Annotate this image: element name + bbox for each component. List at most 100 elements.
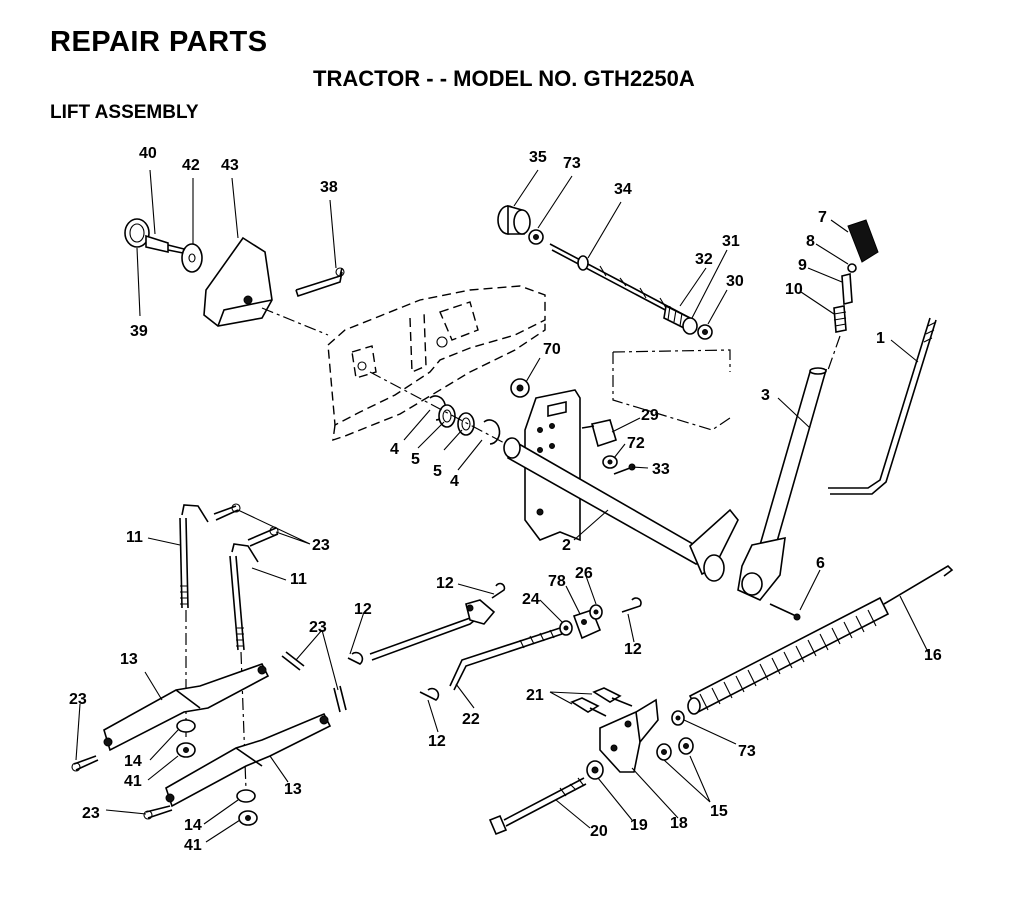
callout-33: 33: [652, 461, 670, 478]
callout-14-upper: 14: [124, 753, 142, 770]
part-40-bolt: [145, 234, 189, 255]
part-21-bolt-b: [570, 697, 607, 717]
callout-72: 72: [627, 435, 645, 452]
callout-12-bottom: 12: [428, 733, 446, 750]
part-23-pin-d: [143, 805, 173, 820]
part-12-clip-c: [621, 597, 642, 613]
part-23-pin-e: [281, 651, 305, 671]
part-26-nut: [589, 604, 603, 620]
part-2-lift-shaft: [503, 389, 739, 582]
part-15-nut-a: [656, 743, 672, 761]
part-41-nut-b: [238, 810, 258, 826]
part-1-rod: [828, 317, 937, 495]
callout-43: 43: [221, 157, 239, 174]
callout-12-right: 12: [624, 641, 642, 658]
callout-78: 78: [548, 573, 566, 590]
callout-19: 19: [630, 817, 648, 834]
part-19-washer: [586, 760, 604, 780]
part-7-grip: [847, 219, 879, 263]
part-11-link-b: [229, 543, 259, 651]
callout-16: 16: [924, 647, 942, 664]
part-39-cap: [124, 218, 150, 248]
part-16-spring: [687, 564, 954, 715]
part-12-clip-b: [491, 582, 506, 599]
part-29-block: [581, 419, 617, 448]
callout-24: 24: [522, 591, 540, 608]
callout-6: 6: [816, 555, 825, 572]
callout-1: 1: [876, 330, 885, 347]
part-13-arm-a: [103, 663, 270, 752]
callout-31: 31: [722, 233, 740, 250]
part-12-clip-d: [419, 687, 440, 701]
part-35-knob: [497, 204, 531, 235]
callout-29: 29: [641, 407, 659, 424]
callout-32: 32: [695, 251, 713, 268]
callout-10: 10: [785, 281, 803, 298]
part-14-washer-b: [236, 789, 256, 803]
callout-21: 21: [526, 687, 544, 704]
callout-13-upper: 13: [120, 651, 138, 668]
part-33-screw: [613, 463, 636, 475]
callout-15: 15: [710, 803, 728, 820]
callout-38: 38: [320, 179, 338, 196]
part-6-pin: [769, 603, 801, 621]
callout-5-left: 5: [411, 451, 420, 468]
section-title: LIFT ASSEMBLY: [50, 102, 199, 123]
part-9-pin: [841, 272, 853, 306]
part-70-washer: [510, 378, 530, 398]
callout-70: 70: [543, 341, 561, 358]
part-42-washer: [181, 243, 203, 273]
part-5-washer-a: [438, 404, 456, 428]
callout-73-bottom: 73: [738, 743, 756, 760]
part-38-pin: [295, 267, 345, 298]
callout-4-right: 4: [450, 473, 459, 490]
callout-20: 20: [590, 823, 608, 840]
part-73-nut-a: [528, 229, 544, 245]
callout-22: 22: [462, 711, 480, 728]
part-21-bolt-a: [592, 687, 633, 707]
part-20-bolt: [488, 777, 587, 836]
callout-30: 30: [726, 273, 744, 290]
callout-40: 40: [139, 145, 157, 162]
part-23-pin-b: [247, 526, 279, 547]
callout-5-right: 5: [433, 463, 442, 480]
part-31-washer: [682, 317, 698, 335]
part-15-nut-b: [678, 737, 694, 755]
part-13-arm-b: [165, 712, 332, 808]
centerline-43: [261, 307, 329, 336]
callout-8: 8: [806, 233, 815, 250]
part-43-knob: [203, 236, 273, 327]
callout-23-left: 23: [69, 691, 87, 708]
part-22-rod: [449, 627, 563, 691]
part-23-pin-f: [333, 685, 347, 713]
leader-lines: [75, 169, 929, 843]
part-5-washer-b: [457, 412, 475, 436]
page-subtitle: TRACTOR - - MODEL NO. GTH2250A: [313, 66, 695, 91]
centerline-lever: [827, 335, 841, 371]
part-4-clip-b: [483, 419, 501, 445]
part-14-washer-a: [176, 719, 196, 733]
callout-14-lower: 14: [184, 817, 202, 834]
guide-box: [612, 349, 731, 431]
tractor-frame-outline: [327, 285, 546, 442]
part-10-spring: [833, 305, 847, 333]
callout-11-upper: 11: [126, 529, 143, 546]
part-11-link-a: [179, 504, 209, 609]
part-23-pin-c: [71, 755, 99, 772]
centerline-shaft: [369, 371, 511, 447]
callout-2: 2: [562, 537, 571, 554]
callout-23-mid: 23: [309, 619, 327, 636]
part-12-clip-a: [347, 651, 364, 665]
part-3-lift-lever: [737, 367, 828, 601]
callout-18: 18: [670, 815, 688, 832]
callout-23-bottom: 23: [82, 805, 100, 822]
part-24-nut: [559, 620, 573, 636]
callout-4-left: 4: [390, 441, 399, 458]
part-23-pin-a: [213, 503, 241, 521]
part-72-nut: [602, 455, 618, 469]
part-18-bracket: [599, 698, 659, 773]
callout-34: 34: [614, 181, 632, 198]
callout-39: 39: [130, 323, 148, 340]
callout-35: 35: [529, 149, 547, 166]
